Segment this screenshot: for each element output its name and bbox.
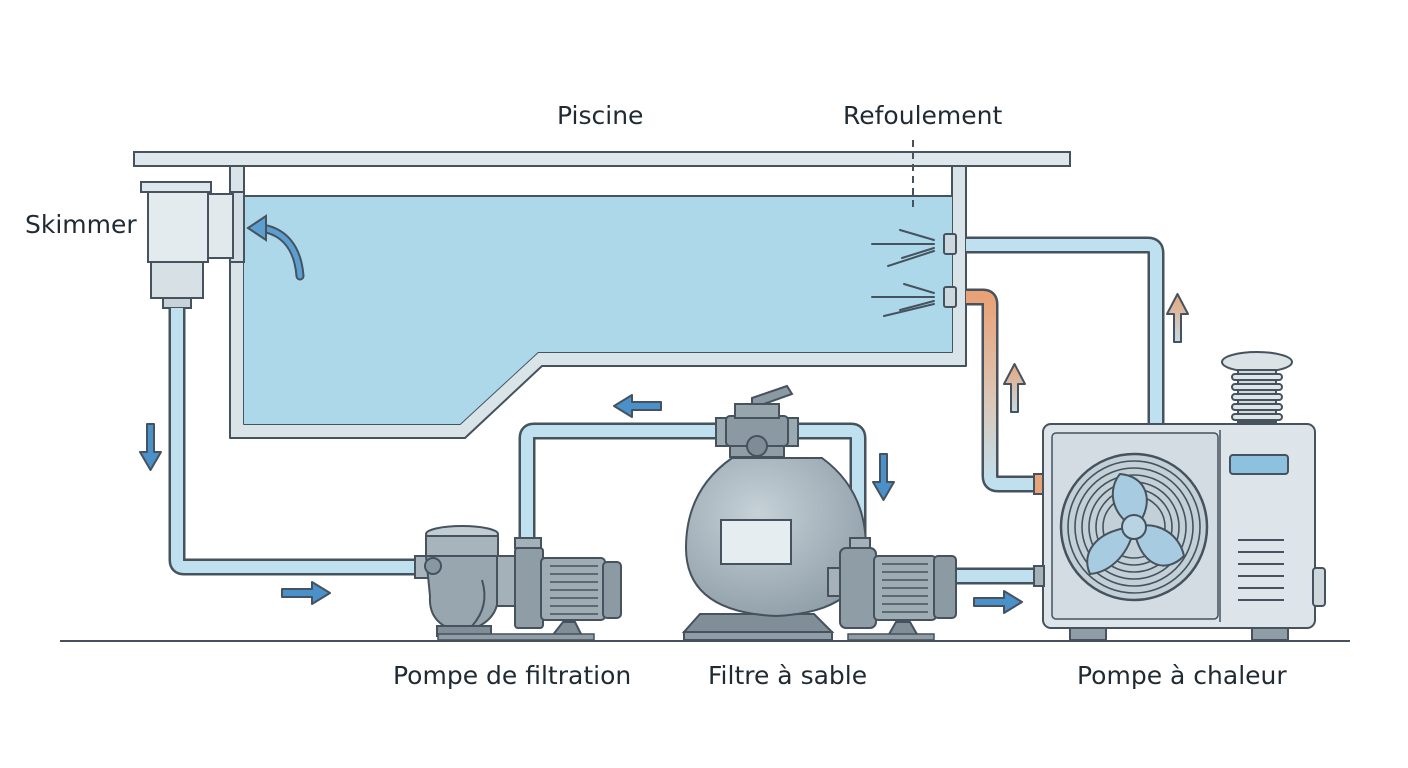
label-return-jets: Refoulement [843,101,1003,130]
flow-arrow-left-top [613,394,662,418]
flow-arrows [139,293,1189,614]
pipe-return-hot [966,288,1042,493]
return-jets [871,140,957,317]
pool-basin [133,151,1071,439]
booster-pump [827,537,957,641]
pool-water [244,196,952,424]
sand-filter [681,384,868,641]
flow-arrow-down-skimmer [139,423,162,471]
label-sand-filter: Filtre à sable [708,661,868,690]
flow-arrow-right-to-pump [281,581,331,605]
filtration-pump [414,525,622,641]
flow-arrow-down-filter [872,453,895,501]
flow-arrow-up-hot [1003,363,1026,413]
label-filtration-pump: Pompe de filtration [393,661,632,690]
label-pool: Piscine [557,101,644,130]
pool-deck [133,151,1071,167]
heat-pump [1033,351,1326,641]
label-heat-pump: Pompe à chaleur [1077,661,1287,690]
flow-arrow-right-to-heat [973,590,1023,614]
label-skimmer: Skimmer [25,210,137,239]
skimmer [140,181,234,309]
flow-arrow-up-return [1166,293,1189,343]
